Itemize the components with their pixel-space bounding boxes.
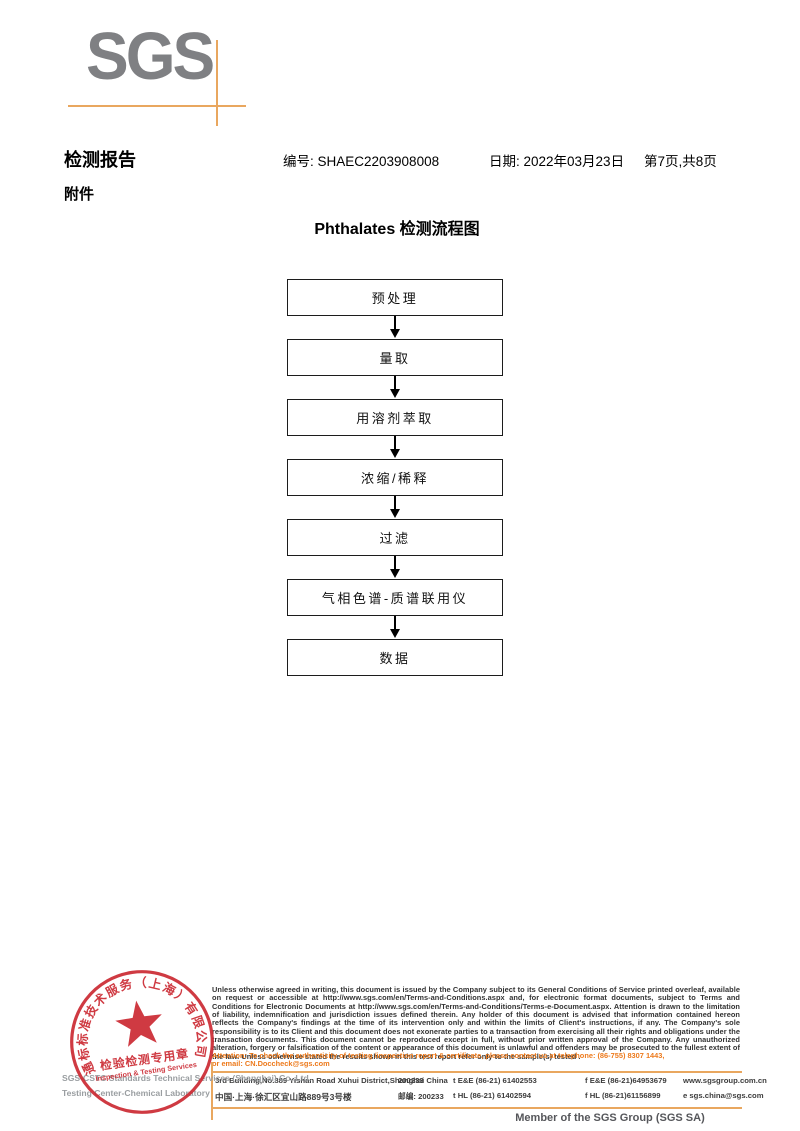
inspection-testing-seal-stamp-icon: 通标标准技术服务（上海）有限公司 检验检测专用章 Inspection & Te…	[66, 966, 214, 1114]
telephone-ee: t E&E (86-21) 61402553	[453, 1076, 537, 1085]
lab-company-line2: Testing Center-Chemical Laboratory	[62, 1087, 210, 1098]
fax-ee: f E&E (86-21)64953679	[585, 1076, 667, 1085]
report-date: 日期: 2022年03月23日	[489, 154, 625, 169]
sgs-group-membership-text: Member of the SGS Group (SGS SA)	[515, 1112, 705, 1124]
lab-company-name: SGS-CSTC Standards Technical Services (S…	[62, 1071, 311, 1100]
flowchart: 预处理 量取 用溶剂萃取 浓缩/稀释 过滤 气相色谱-质谱联用仪 数据	[287, 279, 503, 676]
footer-bottom-rule	[211, 1107, 742, 1109]
star-icon	[115, 1000, 162, 1047]
flow-step-concentrate-dilute: 浓缩/稀释	[287, 459, 503, 496]
flow-step-solvent-extraction: 用溶剂萃取	[287, 399, 503, 436]
flow-step-measure: 量取	[287, 339, 503, 376]
postal-code-en: 200233	[398, 1076, 424, 1085]
flow-step-filter: 过滤	[287, 519, 503, 556]
arrow-down-icon	[390, 496, 400, 519]
footer-top-rule	[211, 1071, 742, 1073]
email-address: e sgs.china@sgs.com	[683, 1091, 764, 1100]
postal-code-cn: 邮编: 200233	[398, 1092, 444, 1101]
address-chinese: 中国·上海·徐汇区宜山路889号3号楼	[215, 1092, 352, 1102]
logo-crosshair-horizontal-line	[68, 105, 246, 107]
attention-line1: Attention: To check the authenticity of …	[212, 1051, 665, 1060]
fax-hl: f HL (86-21)61156899	[585, 1091, 661, 1100]
flow-step-pretreatment: 预处理	[287, 279, 503, 316]
address-english: 3rd Building,No.889 Yishan Road Xuhui Di…	[215, 1076, 448, 1085]
attention-notice: Attention: To check the authenticity of …	[212, 1051, 740, 1069]
website-url: www.sgsgroup.com.cn	[683, 1076, 767, 1085]
sgs-logo: SGS	[86, 18, 215, 94]
attention-line2: or email: CN.Doccheck@sgs.com	[212, 1059, 330, 1069]
attachment-label: 附件	[64, 186, 95, 203]
flow-step-gcms: 气相色谱-质谱联用仪	[287, 579, 503, 616]
arrow-down-icon	[390, 436, 400, 459]
arrow-down-icon	[390, 556, 400, 579]
lab-company-line1: SGS-CSTC Standards Technical Services (S…	[62, 1073, 312, 1083]
arrow-down-icon	[390, 376, 400, 399]
page-indicator: 第7页,共8页	[644, 154, 717, 169]
arrow-down-icon	[390, 616, 400, 639]
flow-step-data: 数据	[287, 639, 503, 676]
terms-and-conditions-text: Unless otherwise agreed in writing, this…	[212, 985, 740, 1061]
report-number: 编号: SHAEC2203908008	[283, 154, 440, 169]
arrow-down-icon	[390, 316, 400, 339]
logo-crosshair-vertical-line	[216, 40, 218, 126]
telephone-hl: t HL (86-21) 61402594	[453, 1091, 532, 1100]
report-title: 检测报告	[64, 150, 136, 170]
footer-crosshair-vertical-line	[211, 1062, 213, 1120]
flowchart-title: Phthalates 检测流程图	[314, 221, 480, 238]
